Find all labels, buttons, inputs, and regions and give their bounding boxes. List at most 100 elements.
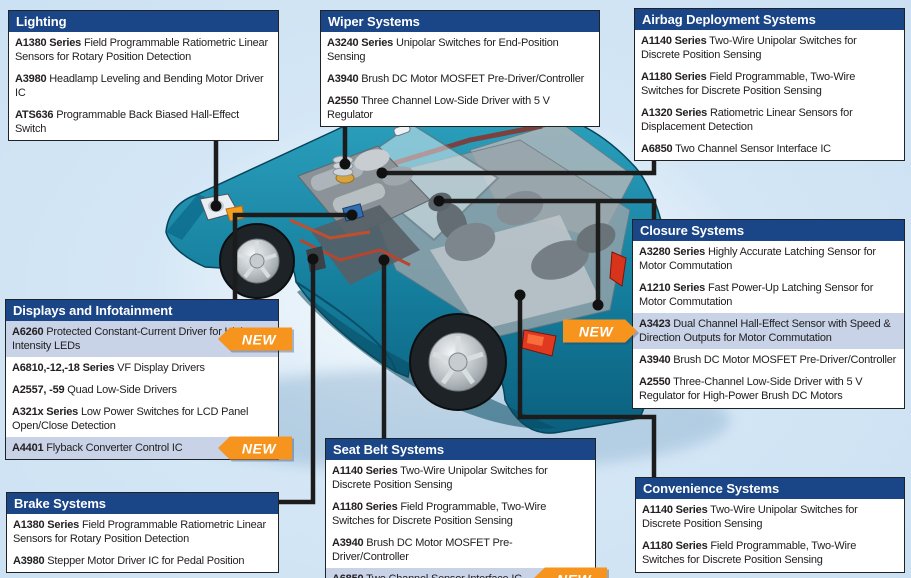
- connector-displays: [232, 212, 352, 300]
- product-code: A4401: [12, 442, 44, 454]
- product-item: A3240 Series Unipolar Switches for End-P…: [321, 32, 599, 68]
- product-desc: Ratiometric Linear Sensors for Displacem…: [641, 107, 853, 133]
- connector-dot: [376, 167, 388, 179]
- product-desc: Field Programmable, Two-Wire Switches fo…: [642, 540, 857, 566]
- new-badge-label: NEW: [533, 567, 607, 578]
- product-desc: Quad Low-Side Drivers: [67, 384, 177, 396]
- product-item: A1320 Series Ratiometric Linear Sensors …: [635, 102, 904, 138]
- new-badge-label: NEW: [218, 327, 292, 351]
- product-code: A3980: [15, 73, 47, 85]
- product-desc: Stepper Motor Driver IC for Pedal Positi…: [47, 555, 245, 567]
- product-code: A2550: [639, 376, 671, 388]
- connector-dot: [210, 200, 222, 212]
- product-item: A6810,-12,-18 Series VF Display Drivers: [6, 357, 278, 379]
- panel-wiper-systems: Wiper Systems A3240 Series Unipolar Swit…: [320, 10, 600, 127]
- taillight-right: [609, 251, 627, 287]
- product-code: A2550: [327, 95, 359, 107]
- product-code: A3423: [639, 318, 671, 330]
- panel-title: Closure Systems: [633, 220, 904, 241]
- product-desc: Fast Power-Up Latching Sensor for Motor …: [639, 282, 874, 308]
- connector-airbag: [382, 158, 657, 176]
- product-code: A3940: [639, 354, 671, 366]
- panel-displays-and-infotainment: Displays and Infotainment A6260 Protecte…: [5, 299, 292, 460]
- connector-dots: [210, 158, 604, 311]
- product-desc: Three-Channel Low-Side Driver with 5 V R…: [639, 376, 863, 402]
- product-desc: Field Programmable Ratiometric Linear Se…: [15, 37, 268, 63]
- product-desc: Dual Channel Hall-Effect Sensor with Spe…: [639, 318, 891, 344]
- panel-closure-systems: Closure Systems A3280 Series Highly Accu…: [563, 219, 905, 409]
- connector-closure: [439, 198, 657, 220]
- product-code: A3980: [13, 555, 45, 567]
- product-code: A6810,-12,-18 Series: [12, 362, 115, 374]
- product-desc: Low Power Switches for LCD Panel Open/Cl…: [12, 406, 249, 432]
- product-code: A3940: [332, 537, 364, 549]
- product-item: A1180 Series Field Programmable, Two-Wir…: [326, 496, 595, 532]
- product-desc: Flyback Converter Control IC: [46, 442, 183, 454]
- product-desc: Three Channel Low-Side Driver with 5 V R…: [327, 95, 550, 121]
- connector-dot: [433, 195, 445, 207]
- product-desc: Highly Accurate Latching Sensor for Moto…: [639, 246, 876, 272]
- taillight-left-glow: [527, 334, 544, 346]
- product-item: A3980 Stepper Motor Driver IC for Pedal …: [7, 550, 278, 572]
- product-code: A1140 Series: [332, 465, 398, 477]
- product-code: A1180 Series: [332, 501, 398, 513]
- product-code: A1380 Series: [13, 519, 80, 531]
- product-item: A3940 Brush DC Motor MOSFET Pre-Driver/C…: [326, 532, 595, 568]
- connector-brake: [279, 259, 316, 505]
- product-code: A2557, -59: [12, 384, 65, 396]
- product-desc: Headlamp Leveling and Bending Motor Driv…: [15, 73, 264, 99]
- product-desc: Protected Constant-Current Driver for Hi…: [12, 326, 247, 352]
- front-wheel: [219, 223, 295, 299]
- product-item: ATS636 Programmable Back Biased Hall-Eff…: [9, 104, 278, 140]
- new-badge: NEW: [533, 567, 607, 578]
- panel-title: Wiper Systems: [321, 11, 599, 32]
- product-desc: Programmable Back Biased Hall-Effect Swi…: [15, 109, 239, 135]
- panel-brake-systems: Brake Systems A1380 Series Field Program…: [6, 492, 279, 573]
- product-code: A1210 Series: [639, 282, 706, 294]
- product-desc: Two Channel Sensor Interface IC: [675, 143, 831, 155]
- product-code: A1320 Series: [641, 107, 708, 119]
- new-badge: NEW: [563, 319, 637, 343]
- product-code: ATS636: [15, 109, 54, 121]
- panel-title: Lighting: [9, 11, 278, 32]
- panel-airbag-deployment-systems: Airbag Deployment Systems A1140 Series T…: [634, 8, 905, 161]
- product-item: A1380 Series Field Programmable Ratiomet…: [7, 514, 278, 550]
- product-item: A3280 Series Highly Accurate Latching Se…: [633, 241, 904, 277]
- product-item: A3940 Brush DC Motor MOSFET Pre-Driver/C…: [321, 68, 599, 90]
- product-desc: Field Programmable Ratiometric Linear Se…: [13, 519, 266, 545]
- product-desc: Two-Wire Unipolar Switches for Discrete …: [641, 35, 857, 61]
- product-desc: Brush DC Motor MOSFET Pre-Driver/Control…: [332, 537, 513, 563]
- product-item: A1140 Series Two-Wire Unipolar Switches …: [635, 30, 904, 66]
- connector-dot: [592, 299, 604, 311]
- product-desc: Brush DC Motor MOSFET Pre-Driver/Control…: [673, 354, 897, 366]
- product-item: A1180 Series Field Programmable, Two-Wir…: [636, 535, 904, 571]
- product-desc: Two-Wire Unipolar Switches for Discrete …: [332, 465, 548, 491]
- connector-convenience: [517, 295, 657, 478]
- product-item: A1140 Series Two-Wire Unipolar Switches …: [636, 499, 904, 535]
- panel-title: Airbag Deployment Systems: [635, 9, 904, 30]
- product-item-highlighted: A6260 Protected Constant-Current Driver …: [6, 321, 292, 357]
- panel-title: Brake Systems: [7, 493, 278, 514]
- new-badge: NEW: [218, 327, 292, 351]
- product-code: A6850: [641, 143, 673, 155]
- product-item: A2550 Three-Channel Low-Side Driver with…: [633, 371, 904, 407]
- product-item: A3940 Brush DC Motor MOSFET Pre-Driver/C…: [633, 349, 904, 371]
- product-desc: Unipolar Switches for End-Position Sensi…: [327, 37, 559, 63]
- product-desc: VF Display Drivers: [117, 362, 205, 374]
- panel-title: Seat Belt Systems: [326, 439, 595, 460]
- rear-wheel: [409, 313, 507, 411]
- product-code: A1140 Series: [641, 35, 707, 47]
- product-item: A2550 Three Channel Low-Side Driver with…: [321, 90, 599, 126]
- product-item: A1380 Series Field Programmable Ratiomet…: [9, 32, 278, 68]
- connector-dot: [339, 158, 351, 170]
- product-desc: Field Programmable, Two-Wire Switches fo…: [641, 71, 856, 97]
- panel-seat-belt-systems: Seat Belt Systems A1140 Series Two-Wire …: [325, 438, 607, 578]
- connector-dot: [307, 253, 319, 265]
- front-bumper: [166, 194, 212, 240]
- product-code: A3280 Series: [639, 246, 706, 258]
- new-badge-label: NEW: [563, 319, 637, 343]
- product-desc: Two-Wire Unipolar Switches for Discrete …: [642, 504, 858, 530]
